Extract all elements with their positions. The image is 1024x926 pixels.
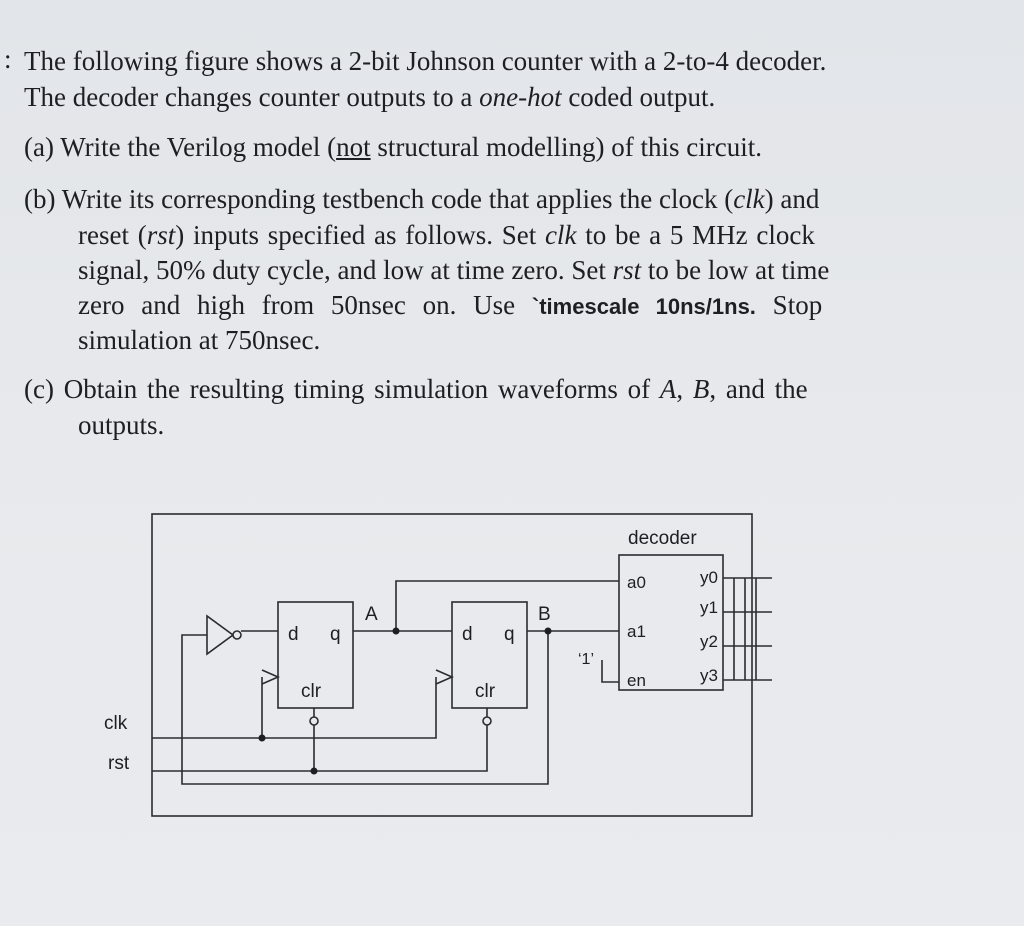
bullet-mark: : [4, 44, 12, 74]
inverter-gate [206, 614, 235, 656]
decoder-block [618, 554, 724, 691]
timescale-code: `timescale 10ns/1ns. [531, 294, 756, 319]
part-c1-B: B [692, 374, 710, 404]
intro-text-2a: The decoder changes counter outputs to a [24, 82, 480, 112]
intro-text-2b: coded output. [561, 82, 716, 112]
wire-rst [152, 725, 488, 772]
constant-one-label: ‘1’ [578, 651, 594, 668]
ff1-clock-triangle [261, 669, 280, 685]
intro-line-2: The decoder changes counter outputs to a… [24, 80, 715, 114]
wire-clk [152, 677, 437, 739]
inverter-bubble [232, 630, 242, 640]
part-c-line-2: outputs. [78, 408, 164, 442]
junction-clk [258, 734, 266, 742]
ff2-clr-label: clr [475, 681, 496, 702]
ff2-d-label: d [462, 624, 473, 645]
intro-text-1: The following figure shows a 2-bit Johns… [24, 46, 827, 76]
part-b-line-5: simulation at 750nsec. [78, 323, 320, 357]
part-b1-clk: clk [733, 184, 765, 214]
part-b4-post: Stop [755, 290, 823, 320]
part-b5: simulation at 750nsec. [78, 325, 321, 355]
junction-A [392, 627, 400, 635]
ff2-q-label: q [504, 624, 515, 645]
part-b-line-1: (b) Write its corresponding testbench co… [24, 182, 819, 216]
part-a: (a) Write the Verilog model (not structu… [24, 130, 762, 164]
part-b-line-4: zero and high from 50nsec on. Use `times… [78, 288, 822, 324]
part-b3-post: to be low at time [641, 255, 830, 285]
intro-line-1: The following figure shows a 2-bit Johns… [24, 44, 826, 78]
ff1-clr-bubble [309, 716, 319, 726]
one-hot-emphasis: one-hot [479, 82, 562, 112]
decoder-en-label: en [627, 671, 646, 690]
signal-B-label: B [538, 604, 551, 625]
part-b-line-3: signal, 50% duty cycle, and low at time … [78, 253, 829, 287]
ff1-clr-label: clr [301, 681, 322, 702]
decoder-y3-label: y3 [700, 666, 718, 685]
ff2-clock-triangle [435, 669, 454, 685]
signal-A-label: A [365, 604, 378, 625]
part-b2-mid: ) inputs specified as follows. Set [175, 220, 545, 250]
part-b2-pre: reset ( [78, 220, 147, 250]
part-b1-post: ) and [764, 184, 820, 214]
ff2-clr-bubble [482, 716, 492, 726]
part-b2-rst: rst [146, 220, 176, 250]
ff1-d-label: d [288, 624, 299, 645]
decoder-a0-label: a0 [627, 573, 646, 592]
decoder-y1-label: y1 [700, 598, 718, 617]
part-a-not: not [336, 132, 371, 162]
part-a-pre: (a) Write the Verilog model ( [24, 132, 337, 162]
part-c-line-1: (c) Obtain the resulting timing simulati… [24, 372, 808, 406]
wire-A-to-a0 [395, 580, 619, 631]
junction-B [544, 627, 552, 635]
flip-flop-1 [277, 601, 354, 709]
part-b2-clk: clk [544, 220, 577, 250]
part-b4-pre: zero and high from 50nsec on. Use [78, 290, 532, 320]
part-b1-pre: (b) Write its corresponding testbench co… [24, 184, 734, 214]
part-c1-A: A [659, 374, 677, 404]
junction-rst [310, 767, 318, 775]
part-c1-post: , and the [709, 374, 808, 404]
wire-B-feedback [181, 631, 549, 785]
part-c2: outputs. [78, 410, 165, 440]
flip-flop-2 [451, 601, 528, 709]
rst-label: rst [108, 753, 130, 774]
clk-label: clk [104, 713, 128, 734]
part-b3-pre: signal, 50% duty cycle, and low at time … [78, 255, 613, 285]
decoder-a1-label: a1 [627, 622, 646, 641]
part-c1-pre: (c) Obtain the resulting timing simulati… [24, 374, 660, 404]
decoder-y2-label: y2 [700, 632, 718, 651]
outer-box [151, 513, 753, 817]
part-b-line-2: reset (rst) inputs specified as follows.… [78, 218, 815, 252]
part-b2-post: to be a 5 MHz clock [576, 220, 815, 250]
part-b3-rst: rst [612, 255, 642, 285]
part-a-post: structural modelling) of this circuit. [370, 132, 763, 162]
decoder-title: decoder [628, 528, 697, 549]
part-c1-mid: , [676, 374, 693, 404]
ff1-q-label: q [330, 624, 341, 645]
wire-const-to-en [601, 660, 619, 683]
decoder-y0-label: y0 [700, 568, 718, 587]
